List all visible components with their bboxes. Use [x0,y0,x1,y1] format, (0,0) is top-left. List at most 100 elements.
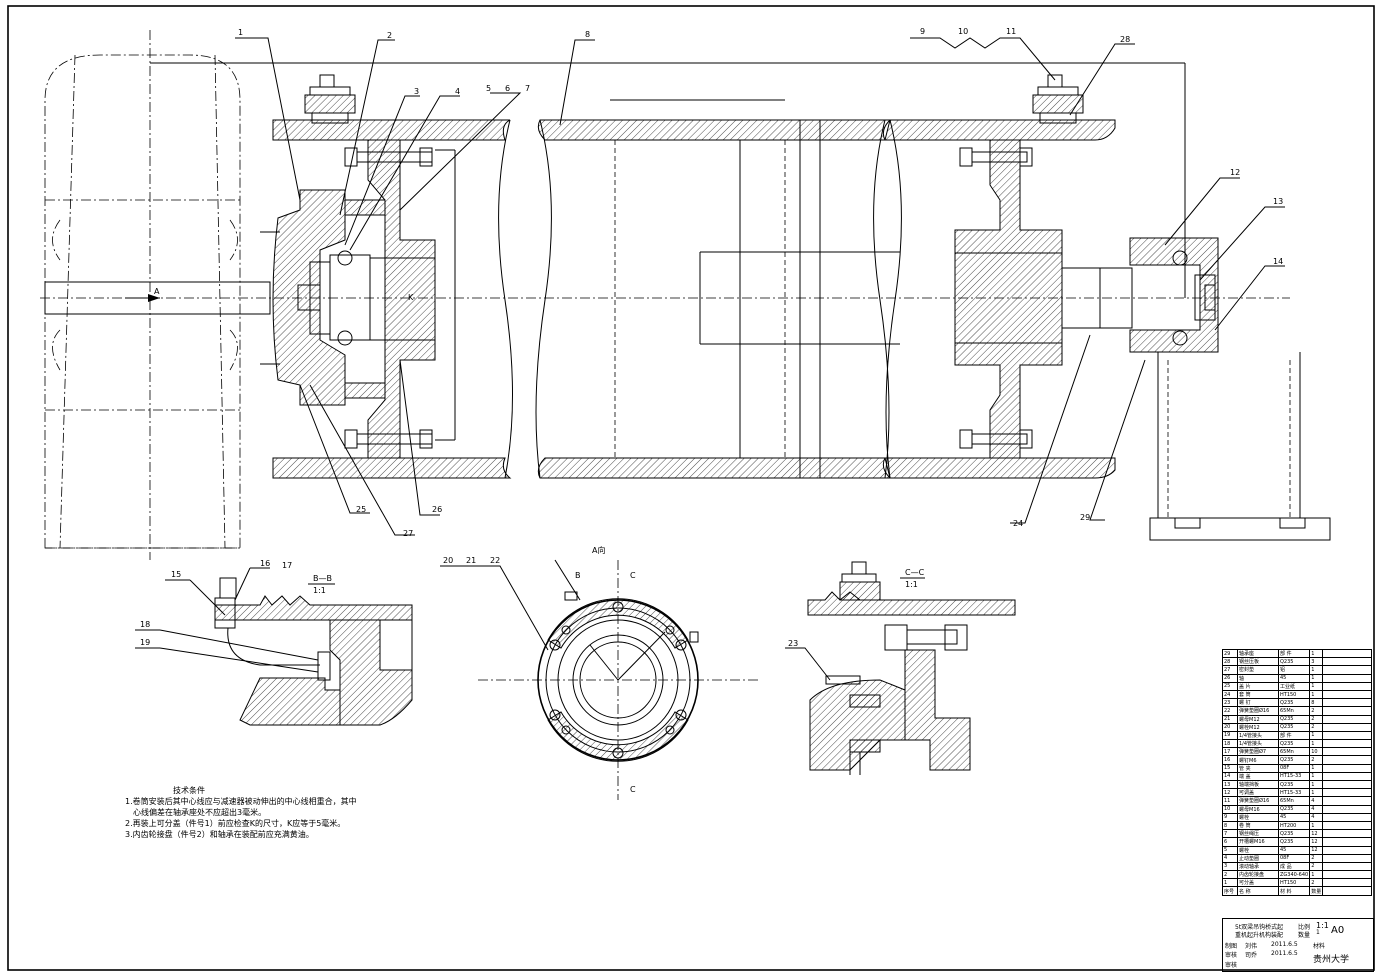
bom-remark [1322,648,1372,659]
bom-name: 卷 筒 [1237,820,1279,831]
bom-qty: 1 [1309,870,1324,880]
bom-no: 11 [1222,796,1238,806]
bom-no: 18 [1222,739,1238,749]
bom-material: 成 品 [1277,861,1311,872]
bom-material: Q235 [1277,714,1311,724]
bom-name: 可分盖 [1237,878,1279,888]
bom-qty: 2 [1309,722,1324,732]
notes-line-2: 心线偏差在轴承座处不应超出3毫米。 [133,808,267,817]
bom-remark [1322,771,1372,782]
bom-remark [1322,763,1372,773]
bom-remark [1322,829,1372,839]
bom-material: HT150 [1277,878,1311,888]
bom-material: 08F [1277,763,1311,773]
bom-remark [1322,665,1372,675]
scale-label: 比例 [1298,924,1311,931]
bom-material: 65Mn [1277,747,1311,757]
bom-no: 序号 [1222,886,1238,896]
section-cc: C—C 1:1 23 [785,561,1016,775]
arrow-a-label: A [154,287,160,296]
bom-remark [1322,689,1372,700]
callout-16: 16 [260,559,270,568]
bom-qty: 1 [1309,681,1324,691]
bom-material: Q235 [1277,698,1311,708]
bom-remark [1322,779,1372,790]
bom-no: 25 [1222,681,1238,691]
sheet-border [7,5,1375,971]
bom-remark [1322,845,1372,855]
callout-28: 28 [1120,35,1130,44]
bom-qty: 3 [1309,657,1324,667]
bom-remark [1322,681,1372,691]
k-label: K [408,293,414,302]
callout-11: 11 [1006,27,1016,36]
section-cc-scale: 1:1 [905,580,918,589]
qty-value: 1 [1316,929,1320,936]
bom-name: 1/4管接头 [1237,739,1279,749]
bom-no: 20 [1222,722,1238,732]
bom-material: HT15-33 [1277,771,1311,782]
bom-name: 轴 [1237,673,1279,683]
callout-23: 23 [788,639,798,648]
bom-no: 19 [1222,730,1238,741]
bom-qty: 1 [1309,730,1324,741]
bom-remark [1322,698,1372,708]
bom-no: 17 [1222,747,1238,757]
bom-no: 9 [1222,812,1238,822]
technical-notes: 技术条件 1.卷筒安装后其中心线应与减速器被动伸出的中心线相重合，其中 心线偏差… [125,785,357,840]
callout-7: 7 [525,84,530,93]
callout-1: 1 [238,28,243,37]
bom-name: 螺栓M12 [1237,722,1279,732]
drawn-label: 制图 [1225,943,1238,950]
bom-qty: 8 [1309,698,1324,708]
bom-material: Q235 [1277,657,1311,667]
extra-label: 审核 [1225,962,1238,969]
bom-material: HT200 [1277,820,1311,831]
drum-lower-wall [272,457,1116,479]
bom-material: 部 件 [1277,730,1311,741]
callout-19: 19 [140,638,150,647]
bom-no: 6 [1222,837,1238,847]
callout-18: 18 [140,620,150,629]
bom-qty: 1 [1309,739,1324,749]
callout-9: 9 [920,27,925,36]
bom-name: 弹簧垫圈Ø16 [1237,706,1279,716]
bom-name: 盖 片 [1237,681,1279,691]
bom-material: ZG340-640 [1277,870,1311,880]
bom-remark [1322,853,1372,863]
bom-no: 10 [1222,804,1238,814]
bom-name: 钢丝绳压 [1237,829,1279,839]
bom-name: 螺栓 [1237,812,1279,822]
callout-22: 22 [490,556,500,565]
bom-qty: 2 [1309,714,1324,724]
bom-no: 24 [1222,689,1238,700]
mark-c-bottom: C [630,785,636,794]
bom-name: 滚动轴承 [1237,861,1279,872]
callout-15: 15 [171,570,181,579]
bom-material: 铝 [1277,665,1311,675]
bom-name: 钢丝压板 [1237,657,1279,667]
bom-remark [1322,714,1372,724]
bom-name: 螺母M16 [1237,804,1279,814]
bom-remark [1322,886,1372,896]
bom-no: 28 [1222,657,1238,667]
bom-no: 4 [1222,853,1238,863]
bom-name: 螺钉M6 [1237,755,1279,765]
qty-label: 数量 [1298,932,1311,939]
bom-remark [1322,861,1372,872]
